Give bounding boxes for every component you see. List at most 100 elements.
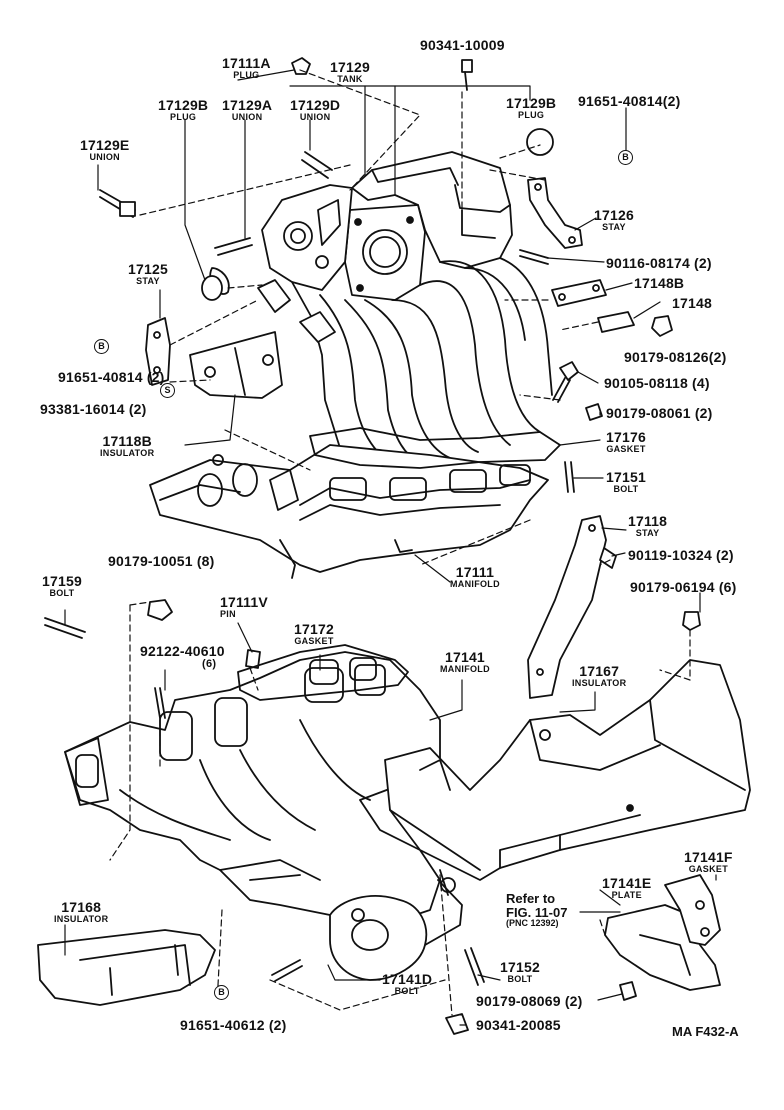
part-name: MANIFOLD xyxy=(440,664,490,674)
part-number: 90119-10324 (2) xyxy=(628,547,734,563)
part-label-17168: 17168 INSULATOR xyxy=(54,900,108,924)
part-label-17129a: 17129A UNION xyxy=(222,98,272,122)
part-label-17141: 17141 MANIFOLD xyxy=(440,650,490,674)
part-name: STAY xyxy=(602,222,626,232)
part-label-17125: 17125 STAY xyxy=(128,262,168,286)
part-number: 90179-08126(2) xyxy=(624,349,727,365)
exhaust-manifold-drawing xyxy=(65,652,462,980)
part-name: INSULATOR xyxy=(572,678,627,688)
part-label-17141f: 17141F GASKET xyxy=(684,850,733,874)
part-label-91651-40814-left: 91651-40814 (2) xyxy=(58,370,165,385)
part-number: 90179-08069 (2) xyxy=(476,993,583,1009)
part-label-17167: 17167 INSULATOR xyxy=(572,664,626,688)
part-label-17159: 17159 BOLT xyxy=(42,574,82,598)
plate-17141e-drawing xyxy=(605,875,720,990)
part-label-90341-10009: 90341-10009 xyxy=(420,38,505,53)
part-number: 17129D xyxy=(290,97,341,113)
part-number: 90179-06194 (6) xyxy=(630,579,737,595)
part-name: PLUG xyxy=(170,112,197,122)
part-label-17148: 17148 xyxy=(672,296,712,311)
part-name: GASKET xyxy=(294,636,334,646)
code-badge: B xyxy=(94,339,109,354)
part-number: 93381-16014 (2) xyxy=(40,401,147,417)
part-number: 17126 xyxy=(594,207,634,223)
part-name: INSULATOR xyxy=(54,914,109,924)
part-name: UNION xyxy=(299,112,331,122)
part-name: UNION xyxy=(89,152,120,162)
code-badge: S xyxy=(160,383,175,398)
part-label-93381-16014: 93381-16014 (2) xyxy=(40,402,147,417)
part-label-17118b: 17118B INSULATOR xyxy=(100,434,154,458)
part-label-90179-06194: 90179-06194 (6) xyxy=(630,580,737,595)
part-number: 17118B xyxy=(102,433,152,449)
part-number: 90341-20085 xyxy=(476,1017,561,1033)
part-label-17129e: 17129E UNION xyxy=(80,138,129,162)
part-label-90179-08061: 90179-08061 (2) xyxy=(606,406,713,421)
part-number: 17176 xyxy=(606,429,646,445)
part-number: 17159 xyxy=(42,573,82,589)
part-name: MANIFOLD xyxy=(450,579,500,589)
part-name: TANK xyxy=(337,74,363,84)
insulator-17167-drawing xyxy=(385,660,750,880)
part-label-90179-08069: 90179-08069 (2) xyxy=(476,994,583,1009)
stay-17126-drawing xyxy=(528,178,582,248)
reference-line-1: Refer to xyxy=(506,891,556,906)
part-label-17172: 17172 GASKET xyxy=(294,622,334,646)
part-name: PLUG xyxy=(518,110,545,120)
part-number: 17111 xyxy=(455,564,495,580)
part-number: 90179-10051 (8) xyxy=(108,553,215,569)
part-label-17111v: 17111V PIN xyxy=(220,595,268,619)
part-number: 17167 xyxy=(579,663,620,679)
part-label-91651-40612: 91651-40612 (2) xyxy=(180,1018,287,1033)
part-number: 17129A xyxy=(222,97,273,113)
intake-manifold-drawing xyxy=(150,428,560,578)
part-label-17129d: 17129D UNION xyxy=(290,98,340,122)
part-label-17129-tank: 17129 TANK xyxy=(330,60,370,84)
exhaust-gasket-drawing xyxy=(238,645,408,700)
figure-reference-note[interactable]: Refer to FIG. 11-07 (PNC 12392) xyxy=(506,892,567,929)
reference-line-2[interactable]: FIG. 11-07 xyxy=(506,904,568,920)
part-number: 92122-40610 xyxy=(140,643,225,659)
code-badge: B xyxy=(618,150,633,165)
part-label-17148b: 17148B xyxy=(634,276,684,291)
part-number: 17148 xyxy=(672,295,712,311)
surge-tank-drawing xyxy=(258,152,552,468)
part-label-90179-10051: 90179-10051 (8) xyxy=(108,554,215,569)
part-name: INSULATOR xyxy=(100,448,155,458)
part-number: 17129 xyxy=(330,59,370,75)
part-name: BOLT xyxy=(394,986,420,996)
part-number: 17125 xyxy=(128,261,168,277)
part-label-17151: 17151 BOLT xyxy=(606,470,646,494)
part-label-90341-20085: 90341-20085 xyxy=(476,1018,561,1033)
part-name: STAY xyxy=(136,276,160,286)
part-name: PLUG xyxy=(233,70,260,80)
part-label-17129b-right: 17129B PLUG xyxy=(506,96,556,120)
hardware-drawing xyxy=(45,58,700,1034)
part-name: UNION xyxy=(231,112,263,122)
part-label-17176: 17176 GASKET xyxy=(606,430,646,454)
part-name: GASKET xyxy=(606,444,646,454)
part-number: 17141F xyxy=(684,849,733,865)
reference-line-3: (PNC 12392) xyxy=(506,918,559,929)
part-label-17129b-left: 17129B PLUG xyxy=(158,98,208,122)
part-number: 90341-10009 xyxy=(420,37,505,53)
part-number: 17118 xyxy=(628,513,668,529)
part-number: 17141D xyxy=(382,971,433,987)
part-name: BOLT xyxy=(507,974,533,984)
part-label-17126: 17126 STAY xyxy=(594,208,634,232)
figure-code: MA F432-A xyxy=(672,1024,739,1039)
part-label-91651-40814-top: 91651-40814(2) xyxy=(578,94,680,109)
leader-lines xyxy=(65,70,716,1025)
part-number: 90105-08118 (4) xyxy=(604,375,710,391)
part-number: 17141E xyxy=(602,875,652,891)
part-name: PLATE xyxy=(611,890,642,900)
code-badge: B xyxy=(214,985,229,1000)
part-label-17118: 17118 STAY xyxy=(628,514,667,538)
part-name: (6) xyxy=(202,658,217,670)
part-number: 17172 xyxy=(294,621,334,637)
part-label-90105-08118: 90105-08118 (4) xyxy=(604,376,710,391)
part-number: 91651-40612 (2) xyxy=(180,1017,287,1033)
part-number: 90116-08174 (2) xyxy=(606,255,712,271)
part-label-17141d: 17141D BOLT xyxy=(382,972,432,996)
